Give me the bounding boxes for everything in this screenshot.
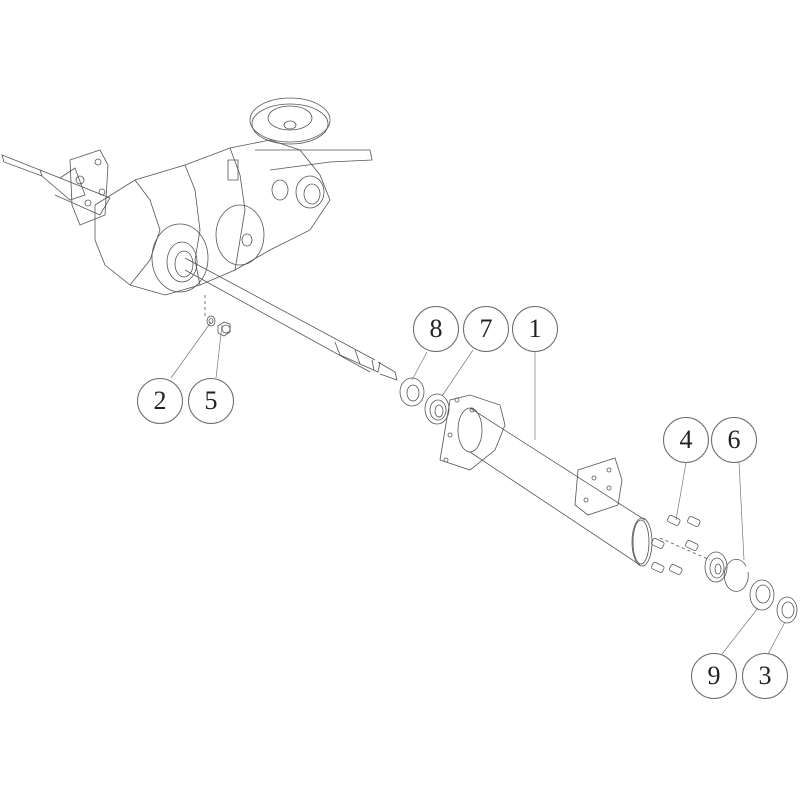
- callout-3[interactable]: 3: [742, 653, 788, 699]
- callout-4[interactable]: 4: [663, 417, 709, 463]
- callout-6-label: 6: [727, 425, 741, 454]
- callout-6[interactable]: 6: [711, 417, 757, 463]
- part-3-seal-drawing: [776, 596, 798, 624]
- callout-2[interactable]: 2: [137, 378, 183, 424]
- outer-bearing-drawing: [704, 551, 728, 583]
- part-5-bolt-drawing: [217, 321, 231, 337]
- transaxle-drawing: [1, 97, 373, 296]
- part-8-seal-drawing: [399, 377, 425, 407]
- callout-1-label: 1: [528, 314, 542, 343]
- axle-shaft-drawing: [184, 257, 398, 381]
- part-9-washer-drawing: [749, 579, 775, 611]
- callout-5[interactable]: 5: [188, 378, 234, 424]
- callout-9-label: 9: [707, 661, 721, 690]
- callout-8-label: 8: [429, 314, 443, 343]
- callout-7-label: 7: [479, 314, 493, 343]
- callout-4-label: 4: [679, 425, 693, 454]
- leader-lines: [170, 321, 786, 655]
- callout-2-label: 2: [153, 386, 167, 415]
- part-6-circlip-drawing: [723, 558, 749, 592]
- part-2-washer-drawing: [206, 315, 216, 327]
- callout-3-label: 3: [758, 661, 772, 690]
- part-7-bearing-drawing: [424, 393, 450, 425]
- callout-5-label: 5: [204, 386, 218, 415]
- callout-1[interactable]: 1: [512, 306, 558, 352]
- part-4-bolts-drawing: [651, 515, 711, 575]
- callout-9[interactable]: 9: [691, 653, 737, 699]
- part-1-axle-tube-drawing: [439, 394, 653, 567]
- callout-7[interactable]: 7: [463, 306, 509, 352]
- callout-8[interactable]: 8: [413, 306, 459, 352]
